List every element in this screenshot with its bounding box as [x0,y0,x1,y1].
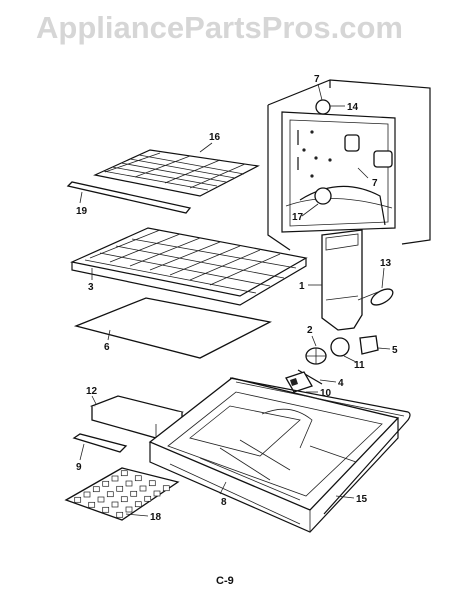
ice-cube-cell [125,480,133,487]
ice-cube-cell [106,491,114,498]
ice-cube-cell [116,485,124,492]
trim-strip [229,377,411,515]
callout-4: 4 [338,378,344,389]
ice-tray [64,467,180,521]
callout-12: 12 [86,386,98,397]
freezer-cabinet [267,79,431,251]
crisper-cover [73,297,272,359]
callout-18: 18 [150,512,162,523]
ice-cube-cell [134,475,142,482]
ice-cube-cell [120,496,128,503]
ice-cube-cell [88,501,96,508]
ice-cube-cell [120,470,128,477]
ice-cube-cell [162,485,170,492]
ice-cube-cell [134,501,142,508]
page-id: C-9 [216,575,234,587]
callout-7-lower: 7 [372,178,378,189]
ice-cube-cell [102,506,110,513]
shelf-assembly [70,227,308,306]
ice-cube-cell [153,490,161,497]
callout-1: 1 [299,281,305,292]
callout-16: 16 [209,132,221,143]
ice-cube-cell [130,490,138,497]
callout-6: 6 [104,342,110,353]
fan-motor-parts [285,335,379,393]
ice-cube-cell [111,501,119,508]
crisper-pan [148,377,400,533]
callout-5: 5 [392,345,398,356]
shelf-trim [66,181,192,214]
callout-10: 10 [320,388,332,399]
callout-3: 3 [88,282,94,293]
callout-2: 2 [307,325,313,336]
callout-11: 11 [354,360,365,371]
callout-15: 15 [356,494,368,505]
ice-cube-cell [83,491,91,498]
ice-cube-cell [92,486,100,493]
callout-19: 19 [76,206,88,217]
ice-cube-cell [125,506,133,513]
callout-9: 9 [76,462,82,473]
ice-cube-cell [102,480,110,487]
callout-7-top: 7 [314,74,320,85]
wire-shelf [93,149,260,197]
ice-cube-cell [139,485,147,492]
callout-14: 14 [347,102,359,113]
evaporator-cover [321,229,394,331]
ice-cube-cell [97,496,105,503]
callout-13: 13 [380,258,392,269]
ice-cube-cell [116,511,124,518]
callout-17: 17 [292,212,304,223]
ice-cube-cell [74,496,82,503]
callout-8: 8 [221,497,227,508]
watermark-text: AppliancePartsPros.com [36,10,403,45]
ice-cube-cell [111,475,119,482]
ice-cube-cell [148,480,156,487]
drawer-divider [72,433,128,453]
ice-cube-cell [144,495,152,502]
